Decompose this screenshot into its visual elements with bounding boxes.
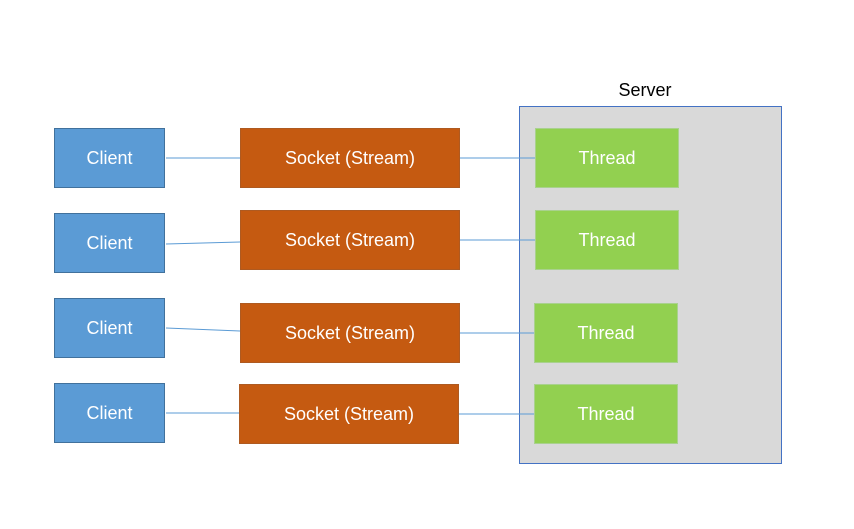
socket-box-1: Socket (Stream): [240, 128, 460, 188]
thread-box-3: Thread: [534, 303, 678, 363]
thread-box-1: Thread: [535, 128, 679, 188]
connector-client-socket-3: [165, 327, 241, 332]
socket-box-4: Socket (Stream): [239, 384, 459, 444]
client-box-1: Client: [54, 128, 165, 188]
server-label: Server: [618, 80, 672, 100]
socket-box-2: Socket (Stream): [240, 210, 460, 270]
connector-client-socket-2: [165, 241, 241, 245]
thread-box-2: Thread: [535, 210, 679, 270]
client-box-4: Client: [54, 383, 165, 443]
thread-box-4: Thread: [534, 384, 678, 444]
client-box-2: Client: [54, 213, 165, 273]
client-box-3: Client: [54, 298, 165, 358]
socket-box-3: Socket (Stream): [240, 303, 460, 363]
